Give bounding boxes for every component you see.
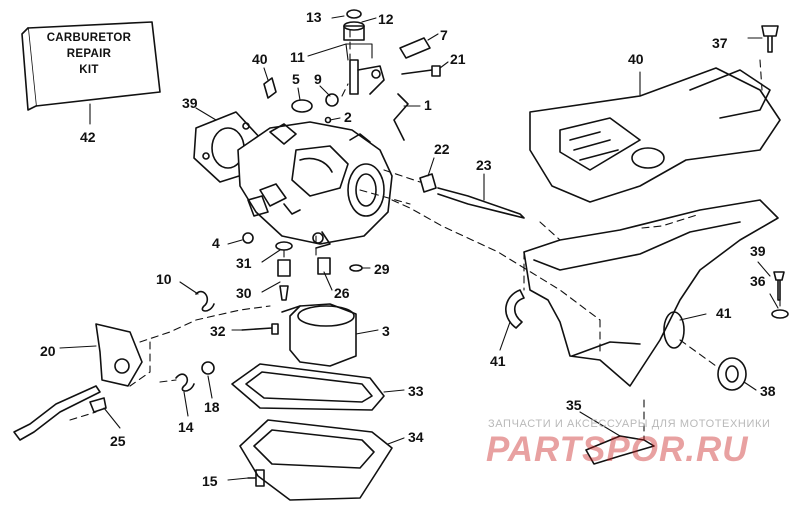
callout-29: 32 — [210, 323, 226, 339]
lever-24 — [13, 385, 101, 441]
callout-42: 42 — [80, 129, 96, 145]
callout-4: 4 — [212, 235, 220, 251]
callout-38: 41 — [716, 305, 732, 321]
callout-27: 31 — [236, 255, 252, 271]
pin-7 — [399, 37, 431, 59]
washer-25 — [349, 264, 363, 272]
plug-5 — [291, 99, 313, 113]
callout-36: 39 — [750, 243, 766, 259]
screw-34 — [761, 25, 779, 53]
cover-37 — [529, 67, 781, 203]
kit-label-line3: KIT — [79, 64, 99, 76]
link-1 — [393, 93, 409, 141]
assembly-lines — [69, 29, 781, 441]
bracket-19 — [95, 323, 143, 387]
spring-14 — [175, 373, 195, 392]
callout-12: 12 — [378, 11, 394, 27]
screw-29 — [241, 323, 279, 335]
repair-kit-label: CARBURETOR REPAIR KIT — [20, 30, 158, 78]
needle-22 — [437, 187, 525, 219]
leader-lines — [59, 15, 779, 481]
watermark-logo: PARTSPOR.RU — [486, 430, 749, 469]
grommet-35 — [717, 357, 747, 391]
callout-9: 9 — [314, 71, 322, 87]
callout-14: 14 — [178, 419, 194, 435]
washer-33 — [771, 309, 789, 319]
callout-5: 5 — [292, 71, 300, 87]
gasket-30 — [231, 363, 385, 411]
callout-26: 30 — [236, 285, 252, 301]
callout-31: 34 — [408, 429, 424, 445]
clip-41 — [505, 289, 525, 329]
callout-24: 25 — [110, 433, 126, 449]
callout-33: 36 — [750, 273, 766, 289]
callout-11: 11 — [290, 49, 305, 65]
screw-15 — [247, 469, 265, 487]
ring-18 — [201, 361, 215, 375]
callout-21: 22 — [434, 141, 450, 157]
kit-label-line2: REPAIR — [66, 48, 112, 60]
callout-15: 15 — [202, 473, 218, 489]
float-bowl-31 — [239, 419, 393, 501]
callout-18: 18 — [204, 399, 220, 415]
cap-12-13 — [343, 9, 365, 41]
callout-39: 39 — [182, 95, 198, 111]
watermark-caption: ЗАПЧАСТИ И АКСЕССУАРЫ ДЛЯ МОТОТЕХНИКИ — [488, 418, 771, 430]
callout-41: 41 — [490, 353, 506, 369]
nut-21 — [419, 173, 437, 193]
ball-4 — [242, 232, 254, 244]
callout-2: 2 — [344, 109, 352, 125]
callout-13: 13 — [306, 9, 322, 25]
clip-40 — [263, 77, 277, 99]
carburetor-body — [237, 121, 393, 249]
jet-23 — [317, 257, 331, 275]
callout-7: 7 — [440, 27, 448, 43]
callout-10: 10 — [156, 271, 172, 287]
kit-label-line1: CARBURETOR — [46, 32, 132, 44]
ring-27 — [275, 241, 293, 251]
jet-26 — [277, 259, 291, 301]
repair-kit-box — [21, 21, 161, 111]
callout-20: 21 — [450, 51, 466, 67]
callout-32: 35 — [566, 397, 582, 413]
spring-10 — [195, 290, 215, 312]
callout-37: 40 — [628, 51, 644, 67]
linkage-11 — [349, 59, 385, 95]
callout-25: 29 — [374, 261, 390, 277]
intake-38 — [523, 199, 779, 387]
float-3 — [281, 303, 357, 367]
callout-19: 20 — [40, 343, 56, 359]
callout-35: 38 — [760, 383, 776, 399]
callout-22: 23 — [476, 157, 492, 173]
screw-36 — [773, 271, 785, 301]
callout-1: 1 — [424, 97, 432, 113]
callout-3: 3 — [382, 323, 390, 339]
screw-20 — [401, 65, 441, 77]
washer-9 — [325, 93, 339, 107]
callout-labels: 42 39 40 5 9 2 13 12 11 7 21 1 22 23 4 3… — [40, 9, 776, 489]
callout-23: 26 — [334, 285, 350, 301]
callout-40: 40 — [252, 51, 268, 67]
callout-30: 33 — [408, 383, 424, 399]
callout-34: 37 — [712, 35, 728, 51]
